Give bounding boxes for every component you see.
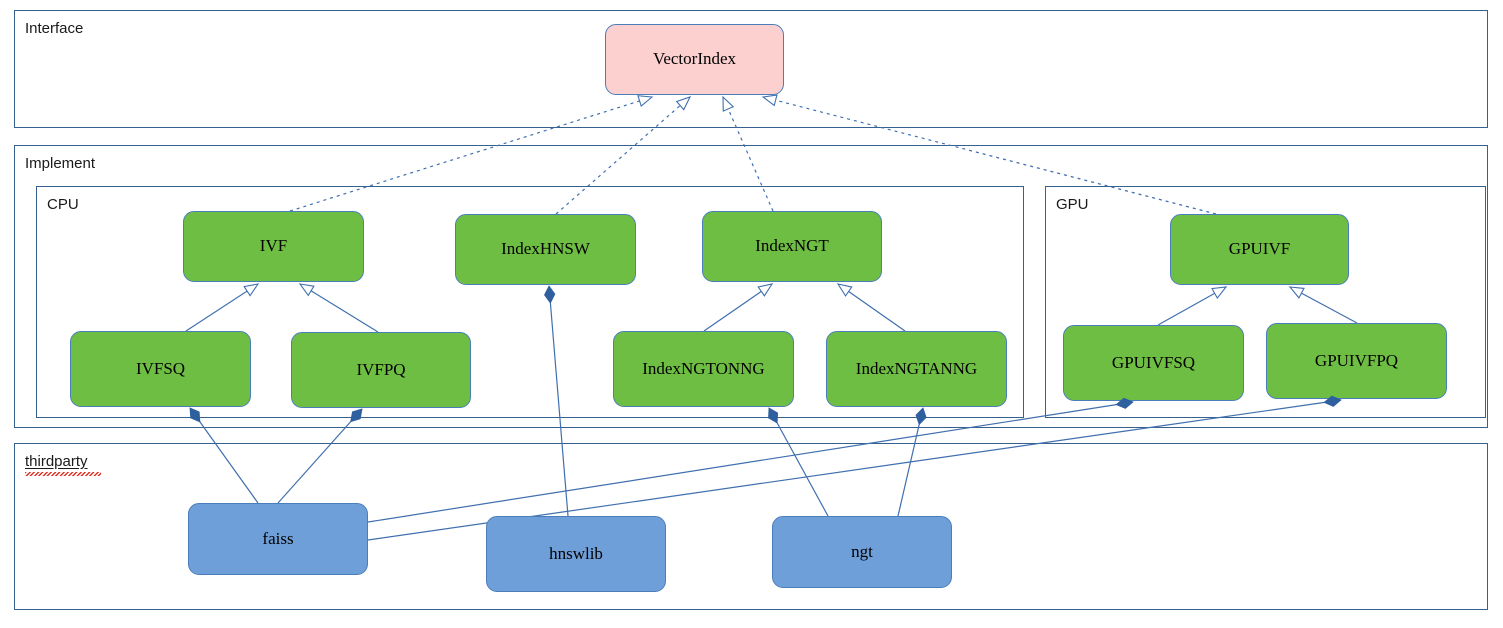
class-node-label: IndexNGTANNG xyxy=(855,358,978,378)
class-node-ivfpq[interactable]: IVFPQ xyxy=(291,332,471,408)
class-node-indexhnsw[interactable]: IndexHNSW xyxy=(455,214,636,285)
container-label-gpu: GPU xyxy=(1056,196,1089,213)
class-node-label: IVF xyxy=(259,236,288,256)
class-node-ngt[interactable]: ngt xyxy=(772,516,952,588)
class-node-gpuivfsq[interactable]: GPUIVFSQ xyxy=(1063,325,1244,401)
class-node-ivf[interactable]: IVF xyxy=(183,211,364,282)
class-node-faiss[interactable]: faiss xyxy=(188,503,368,575)
class-node-indexngtanng[interactable]: IndexNGTANNG xyxy=(826,331,1007,407)
container-label-thirdparty: thirdparty xyxy=(25,453,88,470)
class-node-label: IVFSQ xyxy=(135,358,186,378)
container-label-implement: Implement xyxy=(25,155,96,172)
class-node-label: GPUIVFSQ xyxy=(1111,352,1196,372)
class-node-label: IndexNGT xyxy=(755,236,829,256)
class-node-hnswlib[interactable]: hnswlib xyxy=(486,516,666,592)
class-node-indexngtonng[interactable]: IndexNGTONNG xyxy=(613,331,794,407)
class-node-label: IndexHNSW xyxy=(501,239,590,259)
container-label-interface: Interface xyxy=(25,20,84,37)
class-node-label: hnswlib xyxy=(549,543,603,563)
class-node-ivfsq[interactable]: IVFSQ xyxy=(70,331,251,407)
class-node-label: IVFPQ xyxy=(356,359,406,379)
class-node-label: GPUIVFPQ xyxy=(1314,350,1399,370)
class-node-label: ngt xyxy=(851,541,873,561)
class-node-gpuivfpq[interactable]: GPUIVFPQ xyxy=(1266,323,1447,399)
class-node-gpuivf[interactable]: GPUIVF xyxy=(1170,214,1349,285)
class-node-indexngt[interactable]: IndexNGT xyxy=(702,211,882,282)
class-node-vectorindex[interactable]: VectorIndex xyxy=(605,24,784,95)
class-node-label: faiss xyxy=(262,528,294,548)
class-node-label: IndexNGTONNG xyxy=(642,358,765,378)
container-label-cpu: CPU xyxy=(47,196,79,213)
class-node-label: GPUIVF xyxy=(1228,239,1291,259)
class-node-label: VectorIndex xyxy=(652,49,737,69)
